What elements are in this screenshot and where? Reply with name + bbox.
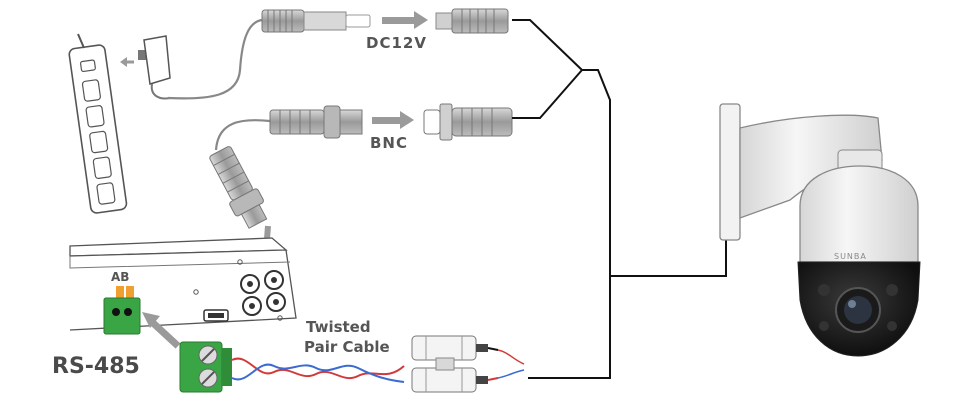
adapter-arrow bbox=[120, 57, 134, 67]
dc-cable bbox=[167, 18, 263, 100]
twisted-label: Twisted bbox=[306, 318, 371, 336]
dc-male-plug-icon bbox=[261, 9, 371, 33]
camera-wiring bbox=[512, 19, 727, 379]
rs485-arrow bbox=[142, 312, 181, 349]
bnc-arrow bbox=[372, 111, 414, 129]
dvr-rs485-terminal-icon bbox=[103, 286, 141, 335]
camera-brand-label: SUNBA bbox=[834, 252, 867, 261]
twisted-pair-cable bbox=[231, 357, 405, 383]
ab-label: AB bbox=[111, 270, 130, 284]
ptz-dome-camera-icon bbox=[719, 103, 921, 357]
rs485-label: RS-485 bbox=[52, 354, 140, 379]
dc12v-label: DC12V bbox=[366, 34, 427, 52]
dc-female-plug-icon bbox=[435, 8, 509, 34]
wire-connector-blocks-icon bbox=[411, 335, 525, 393]
bnc-female-connector-icon bbox=[423, 103, 513, 141]
bnc-label: BNC bbox=[370, 134, 408, 152]
rs485-terminal-icon bbox=[179, 341, 232, 393]
pair-cable-label: Pair Cable bbox=[304, 338, 390, 356]
bnc-dvr-connector-icon bbox=[209, 146, 268, 229]
bnc-cable bbox=[214, 119, 271, 151]
power-adapter-icon bbox=[138, 35, 171, 100]
power-strip-icon bbox=[68, 33, 128, 214]
dc-arrow bbox=[382, 11, 428, 29]
bnc-male-connector-icon bbox=[269, 105, 363, 139]
